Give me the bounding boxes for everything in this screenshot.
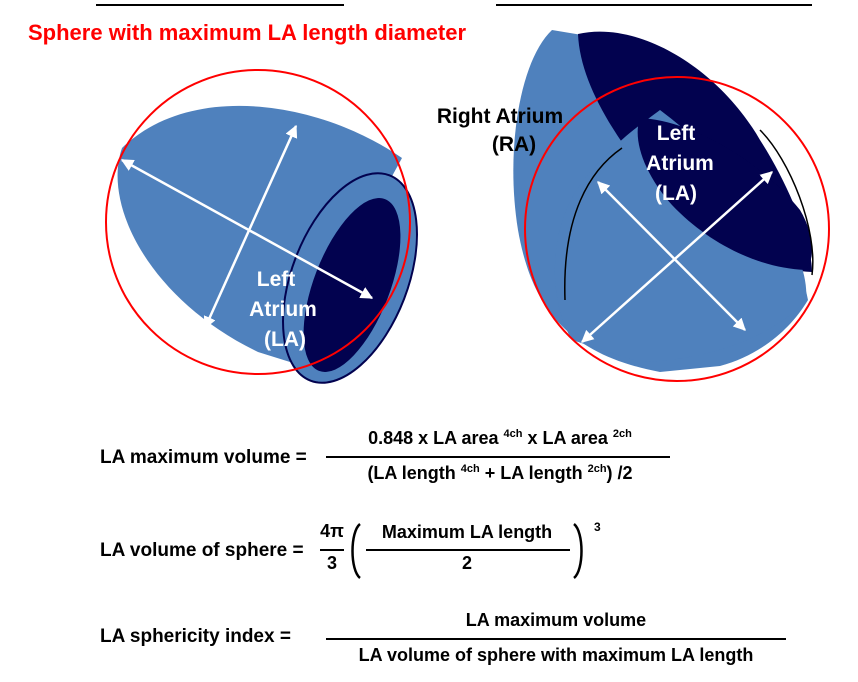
left-label-line2: Atrium (249, 298, 317, 321)
ra-label-line1: Right Atrium (437, 105, 563, 128)
left-arrow-short (203, 124, 298, 330)
left-atrium-model: Left Atrium (LA) (105, 69, 418, 384)
right-la-label-line1: Left (657, 122, 696, 145)
sphere-volume-lhs: LA volume of sphere = (100, 540, 304, 561)
max-volume-denominator: (LA length 4ch + LA length 2ch) /2 (367, 463, 633, 483)
sphere-coef-numerator: 4π (320, 521, 344, 541)
max-volume-lhs: LA maximum volume = (100, 447, 307, 468)
sphericity-numerator: LA maximum volume (465, 610, 647, 630)
sphericity-fraction-bar (326, 638, 786, 640)
sphere-exponent: 3 (594, 520, 601, 534)
ra-label-line2: (RA) (492, 133, 536, 156)
right-view-outline-curve-2 (759, 129, 814, 276)
right-la-label-line3: (LA) (655, 182, 697, 205)
left-label-line1: Left (257, 268, 296, 291)
heading: Sphere with maximum LA length diameter (28, 20, 467, 45)
max-volume-numerator: 0.848 x LA area 4ch x LA area 2ch (368, 428, 632, 448)
top-divider-right (496, 4, 812, 6)
sphericity-denominator: LA volume of sphere with maximum LA leng… (358, 645, 754, 665)
sphere-right-paren (573, 523, 583, 579)
top-divider-left (96, 4, 344, 6)
left-label-line3: (LA) (264, 328, 306, 351)
right-atrium-model: Right Atrium (RA) Left Atrium (LA) (437, 30, 830, 382)
sphere-inner-denominator: 2 (461, 553, 472, 573)
sphere-left-paren (351, 523, 361, 579)
sphere-coef-denominator: 3 (326, 553, 337, 573)
sphere-coef-bar (320, 549, 344, 551)
right-view-outline-curve (564, 147, 623, 301)
right-la-label-line2: Atrium (646, 152, 714, 175)
sphere-inner-bar (366, 549, 570, 551)
sphere-inner-numerator: Maximum LA length (381, 522, 553, 542)
max-volume-fraction-bar (326, 456, 670, 458)
right-sphere-outline (524, 76, 830, 382)
right-arrow-2 (581, 171, 773, 343)
atrium-diagram: Left Atrium (LA) Right Atrium (RA) (105, 30, 830, 384)
left-sphere-outline (105, 69, 411, 375)
sphericity-lhs: LA sphericity index = (100, 626, 291, 647)
